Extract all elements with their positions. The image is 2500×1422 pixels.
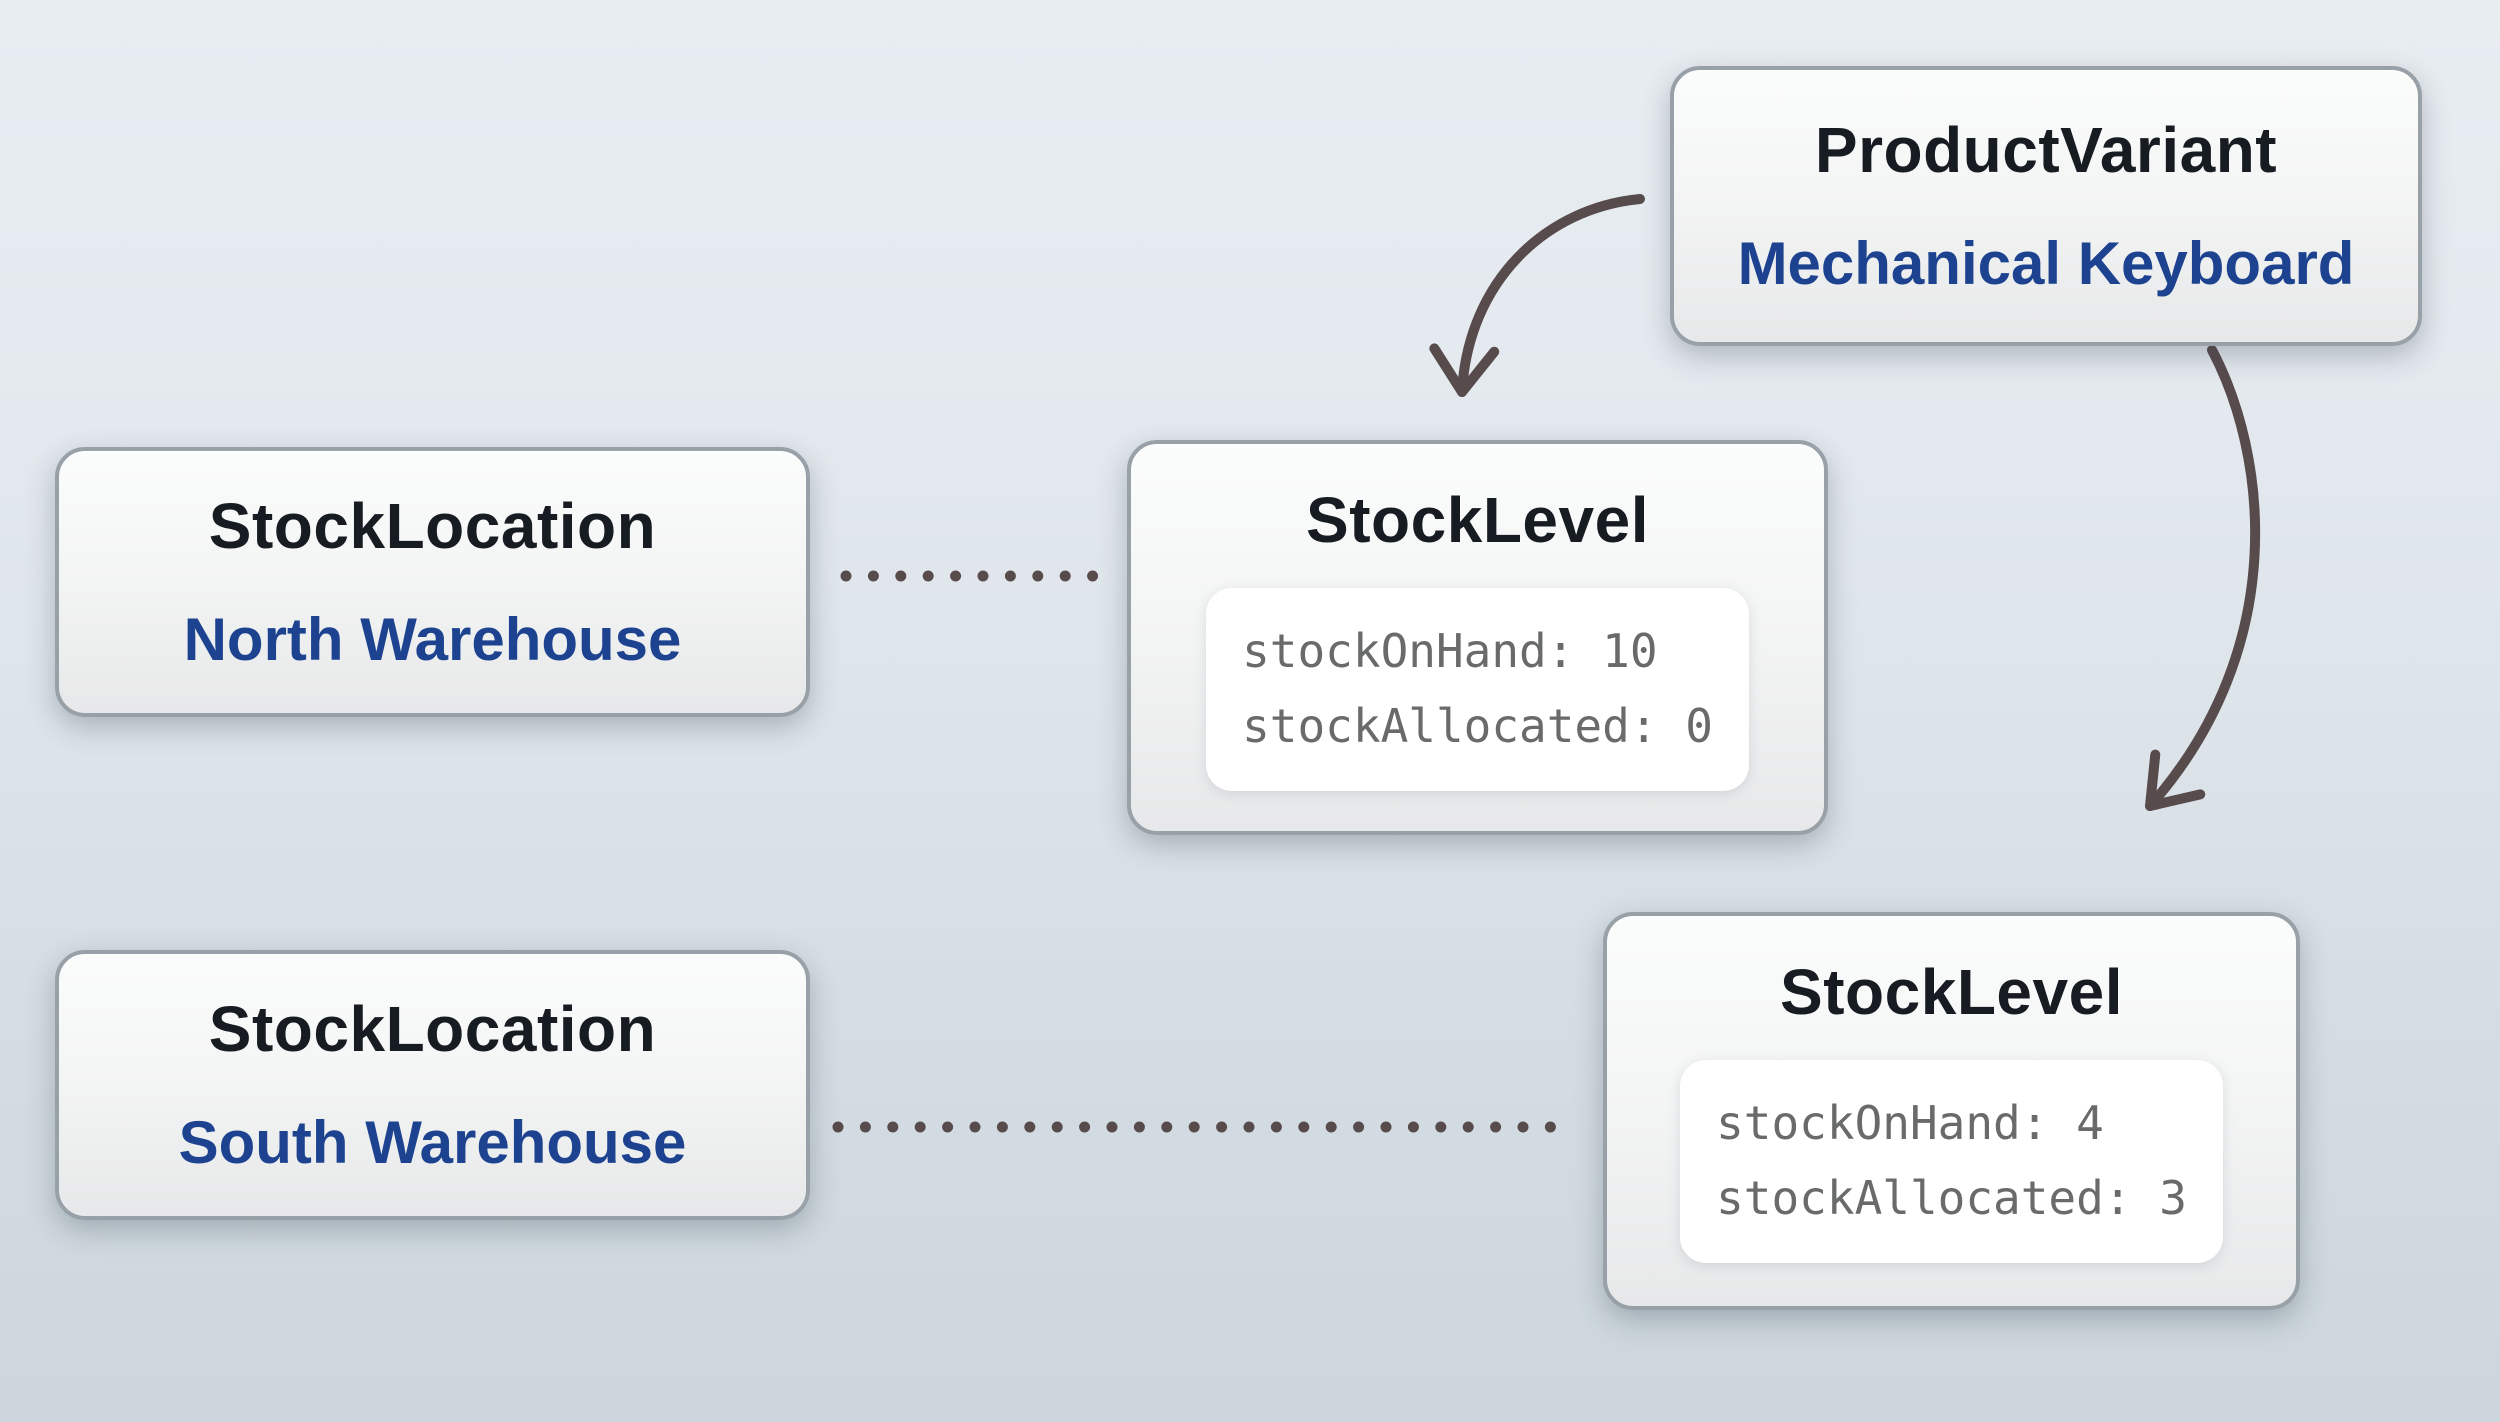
entity-type-label: StockLevel bbox=[1780, 956, 2123, 1028]
entity-name: North Warehouse bbox=[183, 606, 682, 673]
field-stock-on-hand: stockOnHand: 10 bbox=[1242, 624, 1658, 678]
field-stock-on-hand: stockOnHand: 4 bbox=[1716, 1096, 2104, 1150]
entity-type-label: StockLocation bbox=[208, 993, 657, 1065]
node-stock-level-south: StockLevel stockOnHand: 4 stockAllocated… bbox=[1603, 912, 2300, 1310]
entity-type-label: StockLevel bbox=[1306, 484, 1649, 556]
arrow-variant-to-stocklevel-north bbox=[1429, 194, 1645, 397]
entity-type-label: ProductVariant bbox=[1814, 114, 2278, 186]
node-stock-location-south: StockLocation South Warehouse bbox=[55, 950, 810, 1220]
node-stock-location-north: StockLocation North Warehouse bbox=[55, 447, 810, 717]
field-stock-allocated: stockAllocated: 0 bbox=[1242, 699, 1713, 754]
field-stock-allocated: stockAllocated: 3 bbox=[1716, 1171, 2187, 1226]
node-product-variant: ProductVariant Mechanical Keyboard bbox=[1670, 66, 2422, 346]
entity-name: South Warehouse bbox=[178, 1109, 687, 1176]
node-stock-level-north: StockLevel stockOnHand: 10 stockAllocate… bbox=[1127, 440, 1828, 835]
entity-type-label: StockLocation bbox=[208, 490, 657, 562]
field-card: stockOnHand: 4 stockAllocated: 3 bbox=[1680, 1060, 2223, 1263]
arrow-variant-to-stocklevel-south bbox=[2145, 345, 2261, 811]
entity-name: Mechanical Keyboard bbox=[1737, 230, 2355, 297]
field-card: stockOnHand: 10 stockAllocated: 0 bbox=[1206, 588, 1749, 791]
